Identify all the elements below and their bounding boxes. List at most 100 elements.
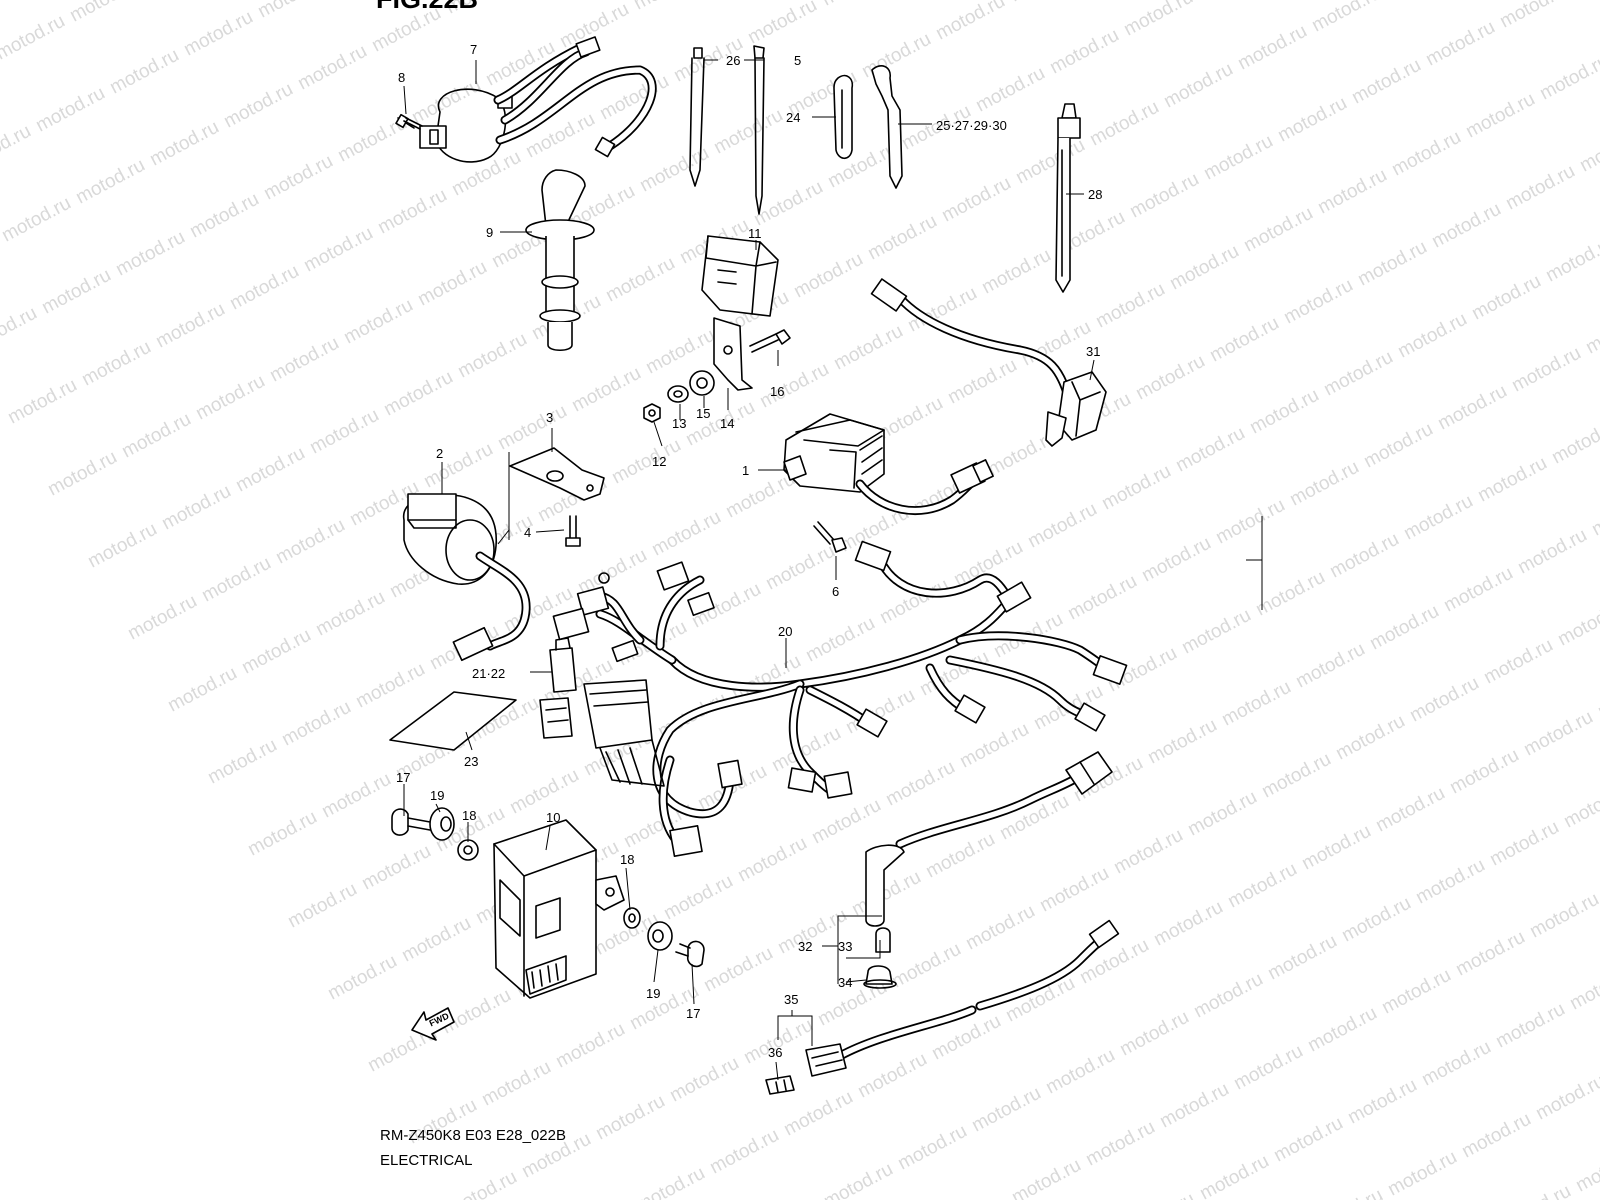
margin-marker — [1246, 516, 1263, 610]
part-15-grommet — [689, 370, 715, 396]
watermark-text: motod.ru — [1480, 635, 1556, 689]
watermark-text: motod.ru — [552, 1019, 628, 1073]
watermark-text: motod.ru — [1428, 199, 1504, 253]
leader-lines — [403, 59, 1095, 1081]
callout-3: 3 — [546, 410, 553, 425]
watermark-text: motod.ru — [1418, 1037, 1494, 1091]
watermark-text: motod.ru — [1160, 59, 1236, 113]
watermark-text: motod.ru — [180, 7, 256, 61]
callout-8: 8 — [398, 70, 405, 85]
watermark-text: motod.ru — [972, 63, 1048, 117]
watermark-text: motod.ru — [1344, 1075, 1420, 1129]
watermark-text: motod.ru — [1468, 271, 1544, 325]
watermark-text: motod.ru — [454, 329, 530, 383]
watermark-text: motod.ru — [186, 189, 262, 243]
watermark-text: motod.ru — [630, 0, 706, 14]
watermark-text: motod.ru — [1560, 779, 1600, 833]
callout-15: 15 — [696, 406, 710, 421]
watermark-text: motod.ru — [266, 333, 342, 387]
watermark-text: motod.ru — [0, 121, 35, 175]
watermark-text: motod.ru — [374, 185, 450, 239]
watermark-text: motod.ru — [632, 1163, 708, 1200]
watermark-text: motod.ru — [78, 337, 154, 391]
watermark-text: motod.ru — [1360, 419, 1436, 473]
watermark-text: motod.ru — [1496, 0, 1572, 32]
watermark-text: motod.ru — [506, 765, 582, 819]
part-24-clamp — [833, 74, 854, 160]
callout-33: 33 — [838, 939, 852, 954]
watermark-text: motod.ru — [0, 193, 75, 247]
watermark-text: motod.ru — [1264, 931, 1340, 985]
watermark-text: motod.ru — [1246, 385, 1322, 439]
watermark-text: motod.ru — [1526, 889, 1600, 943]
watermark-text: motod.ru — [1122, 1189, 1198, 1200]
watermark-text: motod.ru — [858, 29, 934, 83]
part-32-plug-cap-lead — [865, 751, 1113, 927]
callout-18-lower: 18 — [620, 852, 634, 867]
watermark-text: motod.ru — [706, 1125, 782, 1179]
watermark-text: motod.ru — [0, 231, 1, 285]
callout-11: 11 — [748, 226, 762, 241]
watermark-text: motod.ru — [448, 147, 524, 201]
watermark-text: motod.ru — [1138, 533, 1214, 587]
watermark-text: motod.ru — [1498, 1181, 1574, 1200]
watermark-text: motod.ru — [1572, 1143, 1600, 1197]
watermark-text: motod.ru — [1116, 1007, 1192, 1061]
watermark-text: motod.ru — [1172, 423, 1248, 477]
callout-16: 16 — [770, 384, 784, 399]
watermark-text: motod.ru — [300, 223, 376, 277]
watermark-text: motod.ru — [478, 1057, 554, 1111]
part-28-cable-tie — [1055, 103, 1081, 293]
watermark-text: motod.ru — [4, 375, 80, 429]
watermark-text: motod.ru — [164, 663, 240, 717]
watermark-text: motod.ru — [1212, 495, 1288, 549]
watermark-text: motod.ru — [1566, 961, 1600, 1015]
watermark-text: motod.ru — [44, 447, 120, 501]
watermark-text: motod.ru — [494, 401, 570, 455]
watermark-text: motod.ru — [1092, 279, 1168, 333]
watermark-text: motod.ru — [602, 253, 678, 307]
watermark-text: motod.ru — [1224, 859, 1300, 913]
watermark-text: motod.ru — [1206, 313, 1282, 367]
watermark-text: motod.ru — [968, 1083, 1044, 1137]
watermark-text: motod.ru — [1126, 169, 1202, 223]
watermark-text: motod.ru — [238, 625, 314, 679]
watermark-text: motod.ru — [1348, 55, 1424, 109]
watermark-text: motod.ru — [1400, 491, 1476, 545]
watermark-text: motod.ru — [740, 1015, 816, 1069]
part-36-fuse — [765, 1075, 795, 1095]
watermark-text: motod.ru — [1008, 1155, 1084, 1200]
part-3-bracket — [509, 447, 605, 501]
watermark-text: motod.ru — [1576, 123, 1600, 177]
watermark-text: motod.ru — [1292, 639, 1368, 693]
callout-4: 4 — [524, 525, 531, 540]
watermark-text: motod.ru — [1514, 525, 1590, 579]
watermark-text: motod.ru — [608, 435, 684, 489]
watermark-text: motod.ru — [352, 659, 428, 713]
watermark-text: motod.ru — [220, 79, 296, 133]
watermark-text: motod.ru — [358, 841, 434, 895]
part-26-cable-tie — [689, 47, 705, 187]
callout-25-27-29-30: 25·27·29·30 — [936, 118, 1007, 133]
watermark-text: motod.ru — [978, 245, 1054, 299]
watermark-text: motod.ru — [1486, 817, 1562, 871]
watermark-text: motod.ru — [324, 951, 400, 1005]
watermark-text: motod.ru — [1082, 1117, 1158, 1171]
watermark-text: motod.ru — [888, 939, 964, 993]
watermark-text: motod.ru — [932, 0, 1008, 44]
watermark-text: motod.ru — [192, 371, 268, 425]
callout-5: 5 — [794, 53, 801, 68]
callout-13: 13 — [672, 416, 686, 431]
watermark-text: motod.ru — [1520, 707, 1596, 761]
watermark-text: motod.ru — [414, 257, 490, 311]
watermark-text: motod.ru — [1286, 457, 1362, 511]
watermark-text: motod.ru — [1006, 0, 1082, 6]
part-25-band — [871, 65, 903, 189]
watermark-text: motod.ru — [1196, 1151, 1272, 1200]
watermark-text: motod.ru — [1194, 0, 1270, 2]
watermark-text: motod.ru — [1304, 1003, 1380, 1057]
part-11-relay — [701, 235, 779, 317]
callout-36: 36 — [768, 1045, 782, 1060]
callout-32: 32 — [798, 939, 812, 954]
watermark-text: motod.ru — [1594, 669, 1600, 723]
